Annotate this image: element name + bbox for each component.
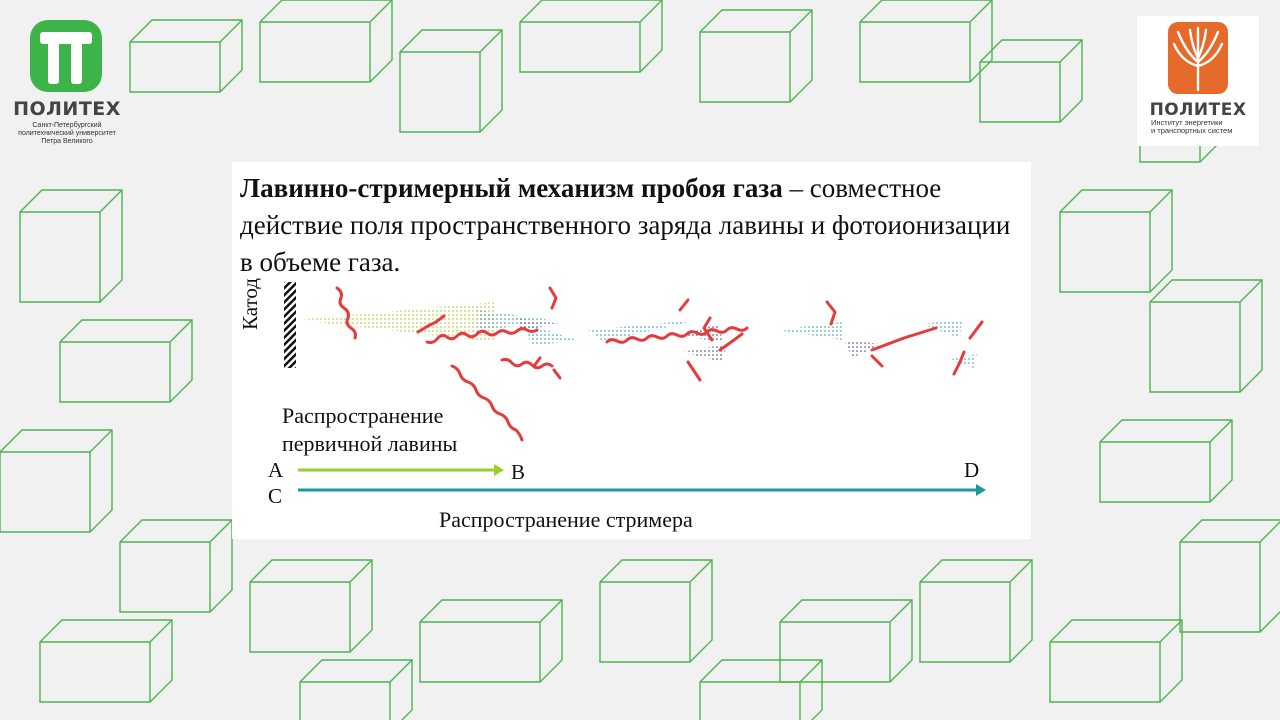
photon-14 — [870, 354, 884, 368]
photon-12 — [552, 368, 562, 380]
point-b-label: B — [511, 460, 526, 484]
logo-right-subtitle: Институт энергетики и транспортных систе… — [1151, 118, 1233, 135]
bg-block — [399, 29, 503, 133]
bg-block — [1099, 419, 1233, 503]
bg-block — [919, 559, 1033, 663]
primary-avalanche — [298, 302, 494, 342]
point-c-label: C — [268, 484, 283, 508]
point-d-label: D — [964, 458, 980, 482]
bg-block — [299, 659, 413, 720]
avalanche-6 — [682, 344, 727, 362]
logo-left-subtitle: Санкт-Петербургский политехнический унив… — [18, 122, 116, 145]
bg-block — [129, 19, 243, 93]
avalanche-1 — [477, 310, 552, 332]
photon-11 — [548, 286, 558, 310]
photon-3 — [450, 364, 524, 442]
bg-block — [1049, 619, 1183, 703]
bg-block — [699, 659, 823, 720]
point-a-label: A — [268, 458, 284, 482]
bg-block — [19, 189, 123, 303]
streamer-diagram — [284, 282, 986, 496]
bg-block — [779, 599, 913, 683]
photon-18 — [532, 356, 542, 368]
avalanche-2 — [522, 322, 577, 346]
bg-block — [419, 599, 563, 683]
bg-block — [249, 559, 373, 653]
bg-block — [599, 559, 713, 663]
photon-8 — [968, 320, 984, 340]
cathode-label: Катод — [238, 278, 262, 330]
avalanche-8 — [844, 340, 882, 358]
title-rest: – совместное действие поля пространствен… — [240, 173, 1011, 277]
photon-2 — [425, 327, 539, 345]
title-bold: Лавинно-стримерный механизм пробоя газа — [240, 173, 783, 203]
bg-block — [699, 9, 813, 103]
polytech-logo-left: ПОЛИТЕХ Санкт-Петербургский политехничес… — [8, 18, 128, 158]
photon-7 — [870, 326, 938, 352]
slide-content-panel: Лавинно-стримерный механизм пробоя газа … — [232, 162, 1031, 539]
photon-15 — [686, 360, 702, 382]
avalanche-4 — [588, 320, 697, 342]
bg-block — [1179, 519, 1280, 633]
bg-block — [0, 429, 113, 533]
arrow-a-b-head — [494, 464, 504, 476]
arrow-c-d-head — [976, 484, 986, 496]
photon-6 — [702, 316, 714, 342]
bg-block — [39, 619, 173, 703]
photon-4 — [500, 357, 554, 370]
bg-block — [1059, 189, 1173, 293]
avalanche-7 — [777, 322, 842, 340]
primary-avalanche-label: Распространение первичной лавины — [282, 403, 458, 456]
energy-institute-tree-icon — [1168, 22, 1228, 94]
photon-5 — [605, 326, 749, 344]
photon-13 — [825, 300, 837, 326]
bg-block — [859, 0, 993, 83]
cathode-plate — [284, 282, 296, 368]
photon-16 — [678, 298, 690, 312]
bg-block — [979, 39, 1083, 123]
avalanche-9 — [920, 320, 962, 338]
logo-left-name: ПОЛИТЕХ — [13, 98, 121, 120]
streamer-label: Распространение стримера — [439, 507, 693, 532]
avalanche-3 — [517, 318, 562, 330]
bg-block — [119, 519, 233, 613]
bg-block — [519, 0, 663, 73]
bg-block — [59, 319, 193, 403]
polytech-pi-icon — [30, 20, 102, 92]
bg-block — [1149, 279, 1263, 393]
logo-right-name: ПОЛИТЕХ — [1149, 100, 1247, 120]
photon-17 — [718, 332, 744, 352]
bg-block — [259, 0, 393, 83]
slide-title: Лавинно-стримерный механизм пробоя газа … — [240, 170, 1020, 281]
polytech-logo-right: ПОЛИТЕХ Институт энергетики и транспортн… — [1137, 16, 1259, 146]
photon-1 — [335, 286, 357, 340]
photon-9 — [952, 350, 966, 376]
photon-10 — [416, 314, 446, 334]
